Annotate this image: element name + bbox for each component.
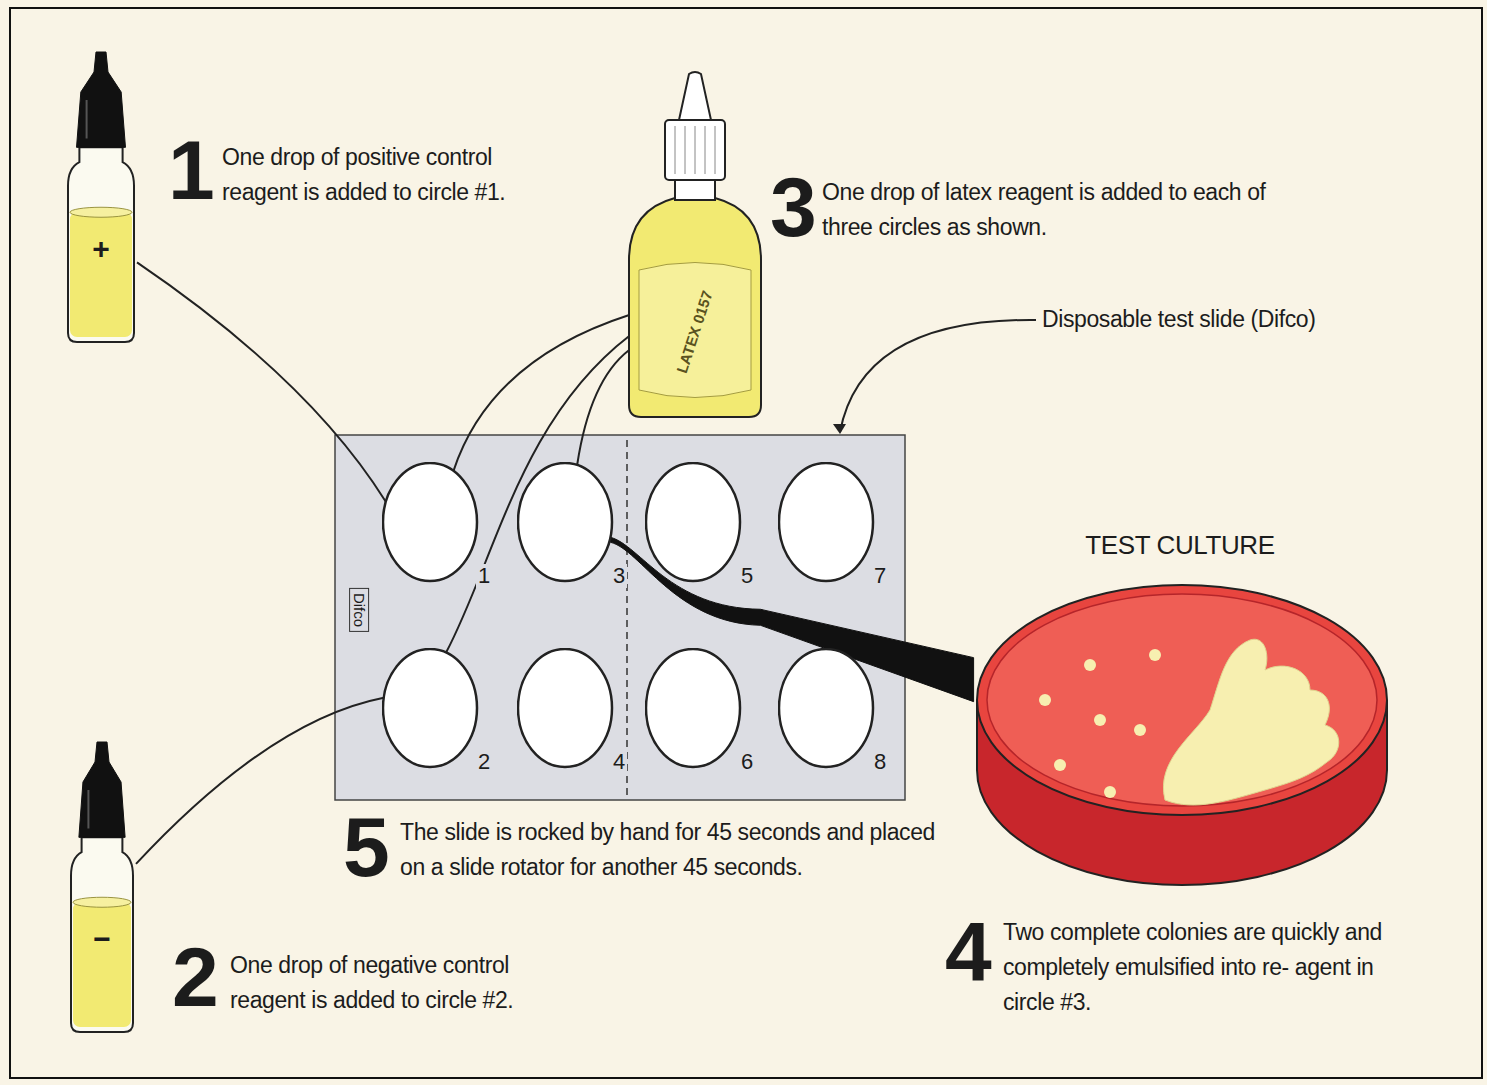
circle-number: 8 xyxy=(872,750,888,774)
bottle-body xyxy=(629,198,761,417)
positive-control-bottle: + xyxy=(65,50,137,345)
negative-control-bottle: − xyxy=(68,740,136,1035)
slide-circle xyxy=(779,649,873,767)
slide-circle xyxy=(646,649,740,767)
slide-circle: 5 xyxy=(645,462,765,602)
colony xyxy=(1104,786,1116,798)
confluent-growth xyxy=(1163,639,1338,805)
shape-outline xyxy=(965,530,1395,895)
bottle-cap xyxy=(665,120,725,180)
step-text: One drop of latex reagent is added to ea… xyxy=(822,175,1272,245)
colony xyxy=(1054,759,1066,771)
shape-outline xyxy=(625,70,765,420)
dropper-cap xyxy=(77,52,126,147)
agar-surface xyxy=(987,594,1377,806)
reagent-liquid xyxy=(73,902,131,1027)
step-number: 4 xyxy=(945,910,992,994)
slide-leader-line xyxy=(840,320,1036,432)
dropper-cap xyxy=(79,742,125,837)
step-text: One drop of positive control reagent is … xyxy=(222,140,572,210)
liquid-surface xyxy=(73,897,131,907)
slide-circle: 2 xyxy=(382,648,502,788)
slide-circle: 6 xyxy=(645,648,765,788)
circle-number: 2 xyxy=(476,750,492,774)
cap-ridge xyxy=(675,126,676,174)
colony xyxy=(1039,694,1051,706)
reagent-liquid xyxy=(70,212,132,337)
slide-circle xyxy=(518,649,612,767)
circle-number: 4 xyxy=(611,750,627,774)
cap-ridge xyxy=(705,126,706,174)
step-text: The slide is rocked by hand for 45 secon… xyxy=(400,815,945,885)
slide-brand: Difco xyxy=(349,588,369,632)
reagent-sign: − xyxy=(68,923,136,955)
step-number: 1 xyxy=(168,128,215,212)
circle-number: 7 xyxy=(872,564,888,588)
colony xyxy=(1134,724,1146,736)
cap-highlight xyxy=(86,100,88,139)
latex-reagent-bottle: LATEX 0157 xyxy=(625,70,765,420)
step-text: Two complete colonies are quickly and co… xyxy=(1003,915,1403,1020)
leader-line xyxy=(137,262,386,501)
circle-number: 3 xyxy=(611,564,627,588)
colony xyxy=(1094,714,1106,726)
culture-heading: TEST CULTURE xyxy=(965,530,1395,560)
slide-circle: 1 xyxy=(382,462,502,602)
test-slide: Difco 1 3 5 7 2 4 6 8 xyxy=(335,435,905,800)
liquid-surface xyxy=(70,207,132,217)
step-number: 3 xyxy=(770,165,817,249)
circle-number: 1 xyxy=(476,564,492,588)
leader-line xyxy=(577,350,629,465)
cap-ridge xyxy=(695,126,696,174)
slide-circle xyxy=(646,463,740,581)
slide-circle: 8 xyxy=(778,648,898,788)
slide-circle xyxy=(383,463,477,581)
bottle-neck xyxy=(675,178,715,200)
step-text: One drop of negative control reagent is … xyxy=(230,948,580,1018)
slide-circle xyxy=(518,463,612,581)
slide-circle xyxy=(383,649,477,767)
bottle-nozzle xyxy=(679,72,711,120)
petri-dish: TEST CULTURE xyxy=(965,530,1395,895)
dish-rim xyxy=(977,585,1387,815)
colony xyxy=(1084,659,1096,671)
cap-ridge xyxy=(685,126,686,174)
circle-number: 5 xyxy=(739,564,755,588)
cap-highlight xyxy=(87,790,89,829)
colony xyxy=(1149,649,1161,661)
step-number: 5 xyxy=(343,805,390,889)
slide-circle: 4 xyxy=(517,648,637,788)
reagent-sign: + xyxy=(65,233,137,265)
slide-circle: 3 xyxy=(517,462,637,602)
slide-divider xyxy=(626,440,628,795)
test-slide xyxy=(335,435,905,800)
slide-leader-tip xyxy=(833,424,846,434)
leader-line xyxy=(454,315,630,471)
slide-callout: Disposable test slide (Difco) xyxy=(1042,305,1315,333)
slide-circle: 7 xyxy=(778,462,898,602)
shape-outline xyxy=(68,740,136,1035)
frame xyxy=(10,8,1482,1078)
cap-ridge xyxy=(715,126,716,174)
slide-circle xyxy=(779,463,873,581)
step-number: 2 xyxy=(172,935,219,1019)
shape-outline xyxy=(65,50,137,345)
circle-number: 6 xyxy=(739,750,755,774)
bottle-label xyxy=(639,263,751,398)
leader-line xyxy=(446,336,629,653)
